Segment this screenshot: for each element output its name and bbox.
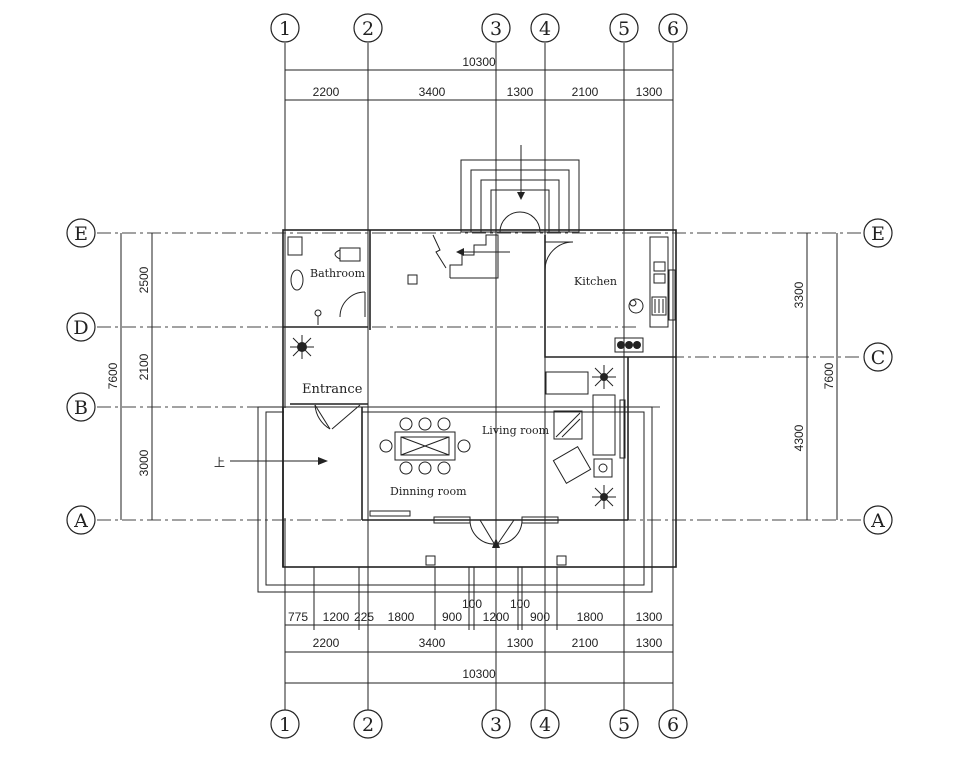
vertical-axis-lines <box>284 43 674 710</box>
axis-label-A-left: A <box>73 510 88 532</box>
left-dim-E-D: 2500 <box>137 266 151 293</box>
axis-label-2-top: 2 <box>362 18 374 40</box>
bottom-dim-3-4: 1300 <box>507 636 534 650</box>
axis-label-6-bottom: 6 <box>667 714 679 736</box>
entrance-label: Entrance <box>302 382 363 397</box>
bottom-axis-bubbles: 1 2 3 4 5 6 <box>270 709 688 739</box>
left-dimensions: 7600 2500 2100 3000 <box>106 233 153 520</box>
bottom-detail-dim-7: 1200 <box>483 610 510 624</box>
bottom-dimensions: 775 1200 225 1800 900 100 1200 100 900 1… <box>285 597 673 684</box>
axis-label-A-right: A <box>870 510 885 532</box>
walls <box>257 229 677 593</box>
left-dim-B-A: 3000 <box>137 449 151 476</box>
axis-label-B-left: B <box>74 397 88 419</box>
right-total-dim: 7600 <box>822 362 836 389</box>
top-total-dim: 10300 <box>462 55 496 69</box>
stair-up-mark: 上 <box>214 456 225 469</box>
top-dim-5-6: 1300 <box>636 85 663 99</box>
bottom-dim-1-2: 2200 <box>313 636 340 650</box>
axis-label-E-right: E <box>871 223 885 245</box>
plant-icon <box>290 335 314 359</box>
axis-label-E-left: E <box>74 223 88 245</box>
bottom-detail-dim-4: 1800 <box>388 610 415 624</box>
bottom-dim-2-3: 3400 <box>419 636 446 650</box>
bottom-dim-4-5: 2100 <box>572 636 599 650</box>
axis-label-6-top: 6 <box>667 18 679 40</box>
bottom-detail-dim-2: 1200 <box>323 610 350 624</box>
bottom-detail-dim-8: 100 <box>510 597 530 611</box>
axis-label-C-right: C <box>871 347 886 369</box>
bottom-detail-dim-10: 1800 <box>577 610 604 624</box>
axis-label-1-top: 1 <box>279 18 291 40</box>
bathroom-label: Bathroom <box>310 267 366 280</box>
bottom-detail-dim-3: 225 <box>354 610 374 624</box>
axis-label-5-bottom: 5 <box>618 714 630 736</box>
axis-label-3-bottom: 3 <box>490 714 502 736</box>
top-dim-4-5: 2100 <box>572 85 599 99</box>
bottom-detail-dim-11: 1300 <box>636 610 663 624</box>
right-dimensions: 3300 4300 7600 <box>792 233 838 520</box>
bottom-total-dim: 10300 <box>462 667 496 681</box>
entrance-door: Entrance <box>302 382 363 430</box>
axis-label-5-top: 5 <box>618 18 630 40</box>
top-dim-2-3: 3400 <box>419 85 446 99</box>
kitchen-fixtures: Kitchen <box>544 236 669 353</box>
top-dimensions: 10300 2200 3400 1300 2100 1300 <box>285 55 673 101</box>
top-axis-bubbles: 1 2 3 4 5 6 <box>270 13 688 43</box>
windows <box>369 269 676 524</box>
dining-table: Dinning room <box>379 417 471 498</box>
bottom-detail-dim-1: 775 <box>288 610 308 624</box>
right-dim-C-A: 4300 <box>792 424 806 451</box>
top-dim-1-2: 2200 <box>313 85 340 99</box>
horizontal-axis-lines <box>97 232 862 521</box>
bottom-detail-ticks <box>313 567 558 630</box>
axis-label-3-top: 3 <box>490 18 502 40</box>
axis-label-1-bottom: 1 <box>279 714 291 736</box>
plant-icon-3 <box>592 485 616 509</box>
bottom-detail-dim-5: 900 <box>442 610 462 624</box>
internal-stair <box>432 234 510 279</box>
living-room-label: Living room <box>482 424 550 437</box>
bottom-detail-dim-6: 100 <box>462 597 482 611</box>
bathroom-fixtures: Bathroom <box>287 236 366 325</box>
axis-label-2-bottom: 2 <box>362 714 374 736</box>
top-dim-3-4: 1300 <box>507 85 534 99</box>
left-total-dim: 7600 <box>106 362 120 389</box>
front-door <box>469 519 523 600</box>
hall-column <box>407 274 418 285</box>
stair-up-arrow: 上 <box>214 456 328 469</box>
plant-icon-2 <box>592 365 616 389</box>
kitchen-label: Kitchen <box>574 275 617 288</box>
top-steps <box>460 145 580 233</box>
bottom-dim-5-6: 1300 <box>636 636 663 650</box>
terrace-posts <box>425 555 567 566</box>
axis-label-4-top: 4 <box>539 18 551 40</box>
right-axis-bubbles: E C A <box>863 218 893 535</box>
right-dim-E-C: 3300 <box>792 281 806 308</box>
dining-label: Dinning room <box>390 485 467 498</box>
axis-label-4-bottom: 4 <box>539 714 551 736</box>
living-furniture: Living room <box>482 371 626 484</box>
left-dim-D-B: 2100 <box>137 353 151 380</box>
axis-label-D-left: D <box>73 317 88 339</box>
bottom-detail-dim-9: 900 <box>530 610 550 624</box>
left-axis-bubbles: E D B A <box>66 218 96 535</box>
